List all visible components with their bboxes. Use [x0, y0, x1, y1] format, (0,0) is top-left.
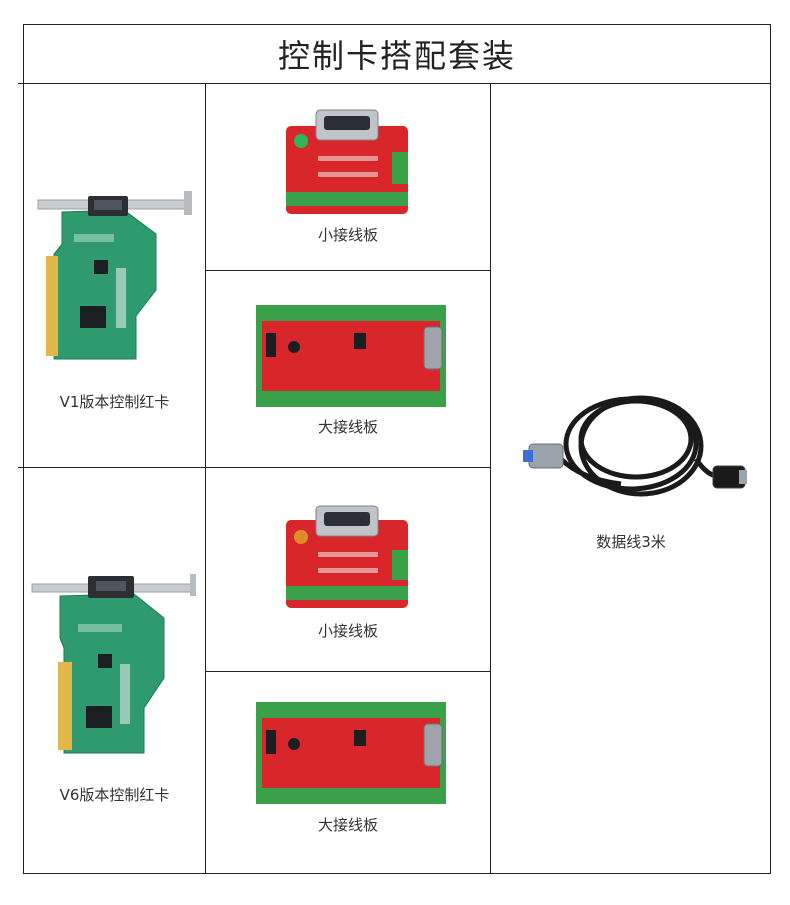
column-divider-right: [490, 83, 491, 874]
page-title: 控制卡搭配套装: [277, 36, 516, 75]
cell-small-board-1: 小接线板: [206, 84, 490, 270]
large-board-2-image: [256, 702, 446, 804]
cell-card-v6: V6版本控制红卡: [24, 468, 205, 874]
small-board-1-image: [286, 109, 408, 214]
row-divider-main: [18, 467, 491, 468]
control-card-v1-image: [37, 191, 192, 360]
caption-card-v6: V6版本控制红卡: [59, 786, 170, 804]
cell-small-board-2: 小接线板: [206, 468, 490, 671]
cell-large-board-2: 大接线板: [206, 672, 490, 874]
row-divider-top-board: [205, 270, 491, 271]
cell-card-v1: V1版本控制红卡: [24, 84, 205, 467]
cell-large-board-1: 大接线板: [206, 271, 490, 467]
caption-large-board-2: 大接线板: [317, 816, 378, 834]
caption-card-v1: V1版本控制红卡: [59, 393, 170, 411]
caption-small-board-1: 小接线板: [317, 226, 378, 244]
column-divider-left: [205, 83, 206, 874]
package-table: [23, 24, 771, 874]
caption-cable: 数据线3米: [596, 533, 666, 551]
data-cable-image: [523, 395, 747, 497]
control-card-v6-image: [31, 574, 196, 754]
caption-large-board-1: 大接线板: [317, 418, 378, 436]
caption-small-board-2: 小接线板: [317, 622, 378, 640]
large-board-1-image: [256, 305, 446, 407]
cell-cable: 数据线3米: [491, 84, 771, 874]
small-board-2-image: [286, 505, 408, 608]
row-divider-bottom-board: [205, 671, 491, 672]
title-divider: [18, 83, 771, 84]
